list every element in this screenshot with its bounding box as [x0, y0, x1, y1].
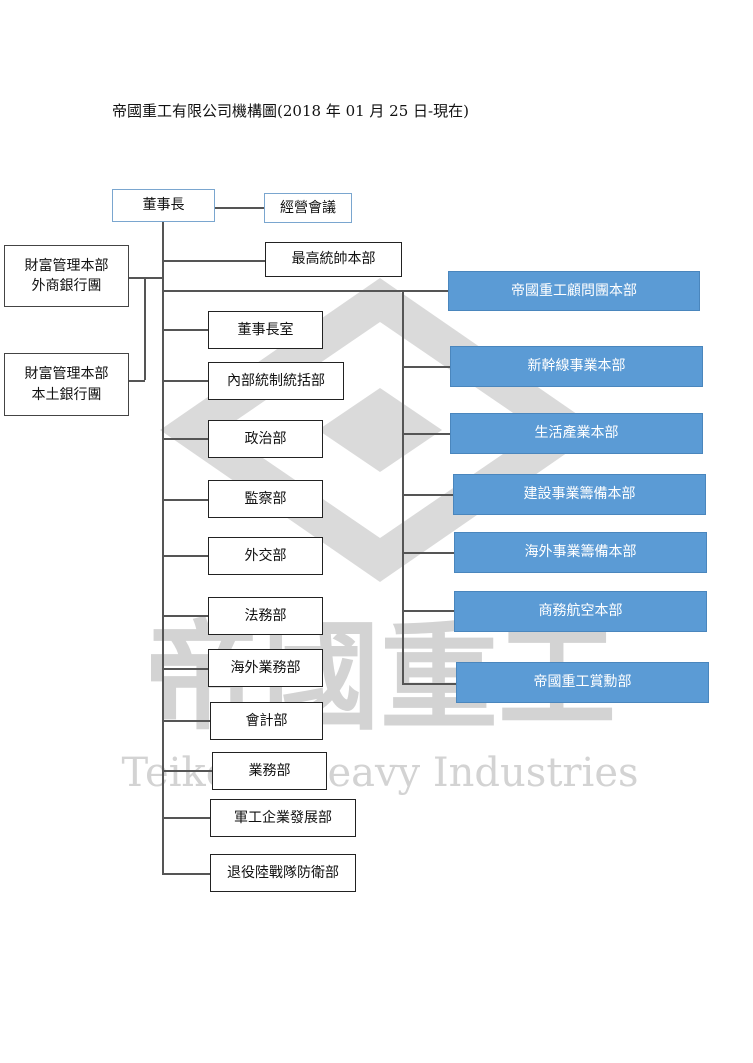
- connector-construction-prep: [402, 494, 453, 496]
- connector-military-industry: [162, 817, 210, 819]
- node-chairman: 董事長: [112, 189, 215, 222]
- node-lifestyle: 生活產業本部: [450, 413, 703, 454]
- connector-aviation: [402, 610, 454, 612]
- connector-wealth-trunk: [144, 277, 162, 279]
- node-legal: 法務部: [208, 597, 323, 635]
- node-management-meeting: 經營會議: [264, 193, 352, 223]
- connector-main-vertical: [162, 222, 164, 874]
- node-military-industry: 軍工企業發展部: [210, 799, 356, 837]
- connector-internal-control: [162, 380, 208, 382]
- connector-overseas-prep: [402, 552, 454, 554]
- node-construction-prep: 建設事業籌備本部: [453, 474, 706, 515]
- page-title: 帝國重工有限公司機構圖(2018 年 01 月 25 日-現在): [112, 102, 469, 120]
- connector-chairman-office: [162, 329, 208, 331]
- node-audit: 監察部: [208, 480, 323, 518]
- node-mobilization: 帝國重工賞勳部: [456, 662, 709, 703]
- node-chairman-office: 董事長室: [208, 311, 323, 349]
- connector-chairman-meeting: [215, 207, 264, 209]
- node-political: 政治部: [208, 420, 323, 458]
- node-wealth-domestic: 財富管理本部 本土銀行團: [4, 353, 129, 416]
- connector-wealth-vertical: [144, 277, 146, 380]
- node-supreme-command: 最高統帥本部: [265, 242, 402, 277]
- node-advisory: 帝國重工顧問團本部: [448, 271, 700, 311]
- node-veterans-defense: 退役陸戰隊防衛部: [210, 854, 356, 892]
- node-diplomacy: 外交部: [208, 537, 323, 575]
- node-internal-control: 內部統制統括部: [208, 362, 344, 400]
- connector-shinkansen: [402, 366, 450, 368]
- connector-political: [162, 438, 208, 440]
- node-business: 業務部: [212, 752, 327, 790]
- connector-wealth-domestic: [129, 380, 145, 382]
- connector-diplomacy: [162, 555, 208, 557]
- connector-mobilization: [402, 683, 456, 685]
- watermark-diamond-core: [318, 388, 442, 472]
- connector-legal: [162, 615, 208, 617]
- node-aviation: 商務航空本部: [454, 591, 707, 632]
- node-shinkansen: 新幹線事業本部: [450, 346, 703, 387]
- watermark-english-text: Teikoku Heavy Industries: [121, 750, 638, 796]
- node-overseas-business: 海外業務部: [208, 649, 323, 687]
- connector-lifestyle: [402, 433, 450, 435]
- node-wealth-foreign: 財富管理本部 外商銀行團: [4, 245, 129, 307]
- node-accounting: 會計部: [210, 702, 323, 740]
- connector-wealth-foreign: [129, 277, 145, 279]
- connector-blue-vertical: [402, 290, 404, 683]
- connector-supreme-command: [162, 260, 265, 262]
- node-overseas-prep: 海外事業籌備本部: [454, 532, 707, 573]
- connector-blue-trunk: [162, 290, 448, 292]
- connector-audit: [162, 499, 208, 501]
- connector-veterans-defense: [162, 873, 210, 875]
- connector-accounting: [162, 720, 210, 722]
- connector-overseas-business: [162, 668, 208, 670]
- connector-business: [162, 770, 212, 772]
